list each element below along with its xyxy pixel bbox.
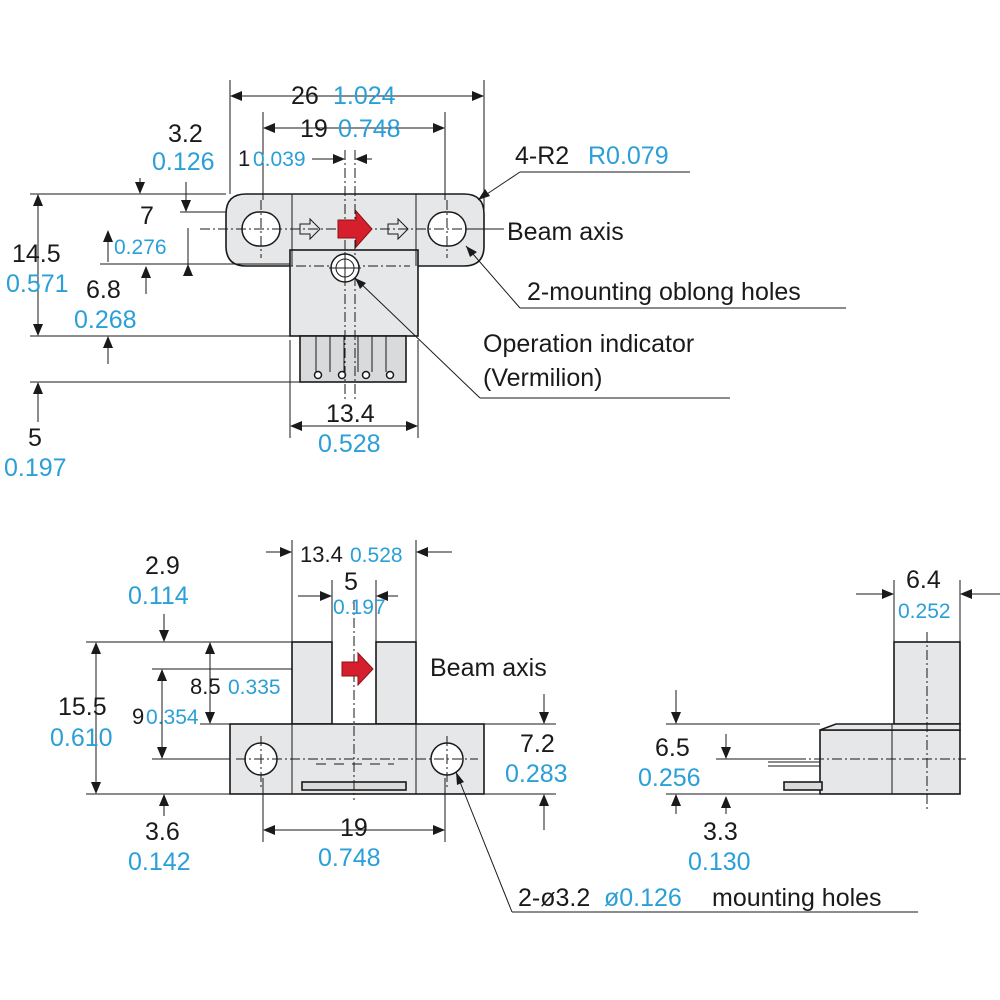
- dim-5-mm: 5: [28, 424, 42, 452]
- side-dim-6-5-mm: 6.5: [655, 734, 690, 762]
- dim-14-5-in: 0.571: [6, 270, 69, 298]
- side-dim-3-3-mm: 3.3: [703, 818, 738, 846]
- dim-6-8-mm: 6.8: [86, 276, 121, 304]
- front-dim-5-in: 0.197: [333, 596, 386, 619]
- dim-3-2-mm: 3.2: [168, 120, 203, 148]
- front-view: 13.4 0.528 5 0.197 2.9 0.114 15.5 0.610 …: [50, 540, 918, 913]
- beam-arrow-left-icon: [299, 217, 321, 241]
- operation-indicator-label: Operation indicator: [483, 330, 694, 358]
- beam-direction-arrow-icon: [337, 209, 373, 249]
- dim-7-mm: 7: [140, 202, 154, 230]
- front-dim-7-2-mm: 7.2: [520, 730, 555, 758]
- side-view: 6.4 0.252 6.5 0.256 3.3 0.130: [638, 566, 1000, 876]
- front-view-left-arm: [291, 641, 333, 725]
- side-dim-6-4-in: 0.252: [898, 600, 951, 623]
- operation-indicator-color: (Vermilion): [483, 364, 602, 392]
- corner-radius-mm: 4-R2: [515, 142, 569, 170]
- front-dim-9-mm: 9: [132, 704, 144, 729]
- front-dim-8-5-in: 0.335: [228, 676, 281, 699]
- side-dim-3-3-in: 0.130: [688, 848, 751, 876]
- operation-indicator-icon: [329, 252, 361, 284]
- front-dim-19-mm: 19: [340, 814, 368, 842]
- dim-26-mm: 26: [291, 82, 319, 110]
- dim-7-in: 0.276: [114, 236, 167, 259]
- dim-19-mm: 19: [300, 115, 328, 143]
- dim-1-in: 0.039: [253, 148, 306, 171]
- dim-26-in: 1.024: [333, 82, 396, 110]
- oblong-holes-label: 2-mounting oblong holes: [527, 278, 801, 306]
- dim-14-5-mm: 14.5: [12, 240, 61, 268]
- dim-6-8-in: 0.268: [74, 306, 137, 334]
- front-dim-15-5-mm: 15.5: [58, 693, 107, 721]
- mounting-holes-label-suffix: mounting holes: [712, 884, 882, 912]
- front-beam-arrow-icon: [341, 651, 374, 687]
- front-dim-15-5-in: 0.610: [50, 724, 113, 752]
- front-dim-7-2-in: 0.283: [505, 760, 568, 788]
- side-dim-6-5-in: 0.256: [638, 764, 701, 792]
- mounting-holes-label-mm: 2-ø3.2: [518, 884, 590, 912]
- beam-arrow-right-icon: [387, 217, 409, 241]
- front-view-right-arm: [375, 641, 417, 725]
- front-dim-13-4-in: 0.528: [350, 544, 403, 567]
- side-dim-6-4-mm: 6.4: [906, 566, 941, 594]
- front-dim-9-in: 0.354: [146, 706, 199, 729]
- front-dim-3-6-in: 0.142: [128, 848, 191, 876]
- top-view-terminals: [299, 335, 407, 383]
- dim-1-mm: 1: [238, 146, 250, 171]
- front-dim-2-9-mm: 2.9: [145, 552, 180, 580]
- dim-19-in: 0.748: [338, 115, 401, 143]
- top-view: 26 1.024 19 0.748 1 0.039 4-R2 R0.079 3.…: [4, 80, 846, 482]
- corner-radius-in: R0.079: [588, 142, 669, 170]
- front-dim-3-6-mm: 3.6: [145, 818, 180, 846]
- front-dim-8-5-mm: 8.5: [190, 674, 221, 699]
- front-beam-axis-label: Beam axis: [430, 654, 547, 682]
- mounting-holes-label-in: ø0.126: [604, 884, 682, 912]
- dim-13-4-mm: 13.4: [326, 400, 375, 428]
- front-dim-2-9-in: 0.114: [128, 582, 189, 610]
- front-dim-5-mm: 5: [344, 568, 358, 596]
- front-dim-19-in: 0.748: [318, 844, 381, 872]
- dim-13-4-in: 0.528: [318, 430, 381, 458]
- dim-5-in: 0.197: [4, 454, 67, 482]
- dim-3-2-in: 0.126: [152, 148, 215, 176]
- front-dim-13-4-mm: 13.4: [300, 542, 343, 567]
- side-view-body: [819, 729, 961, 795]
- beam-axis-label: Beam axis: [507, 218, 624, 246]
